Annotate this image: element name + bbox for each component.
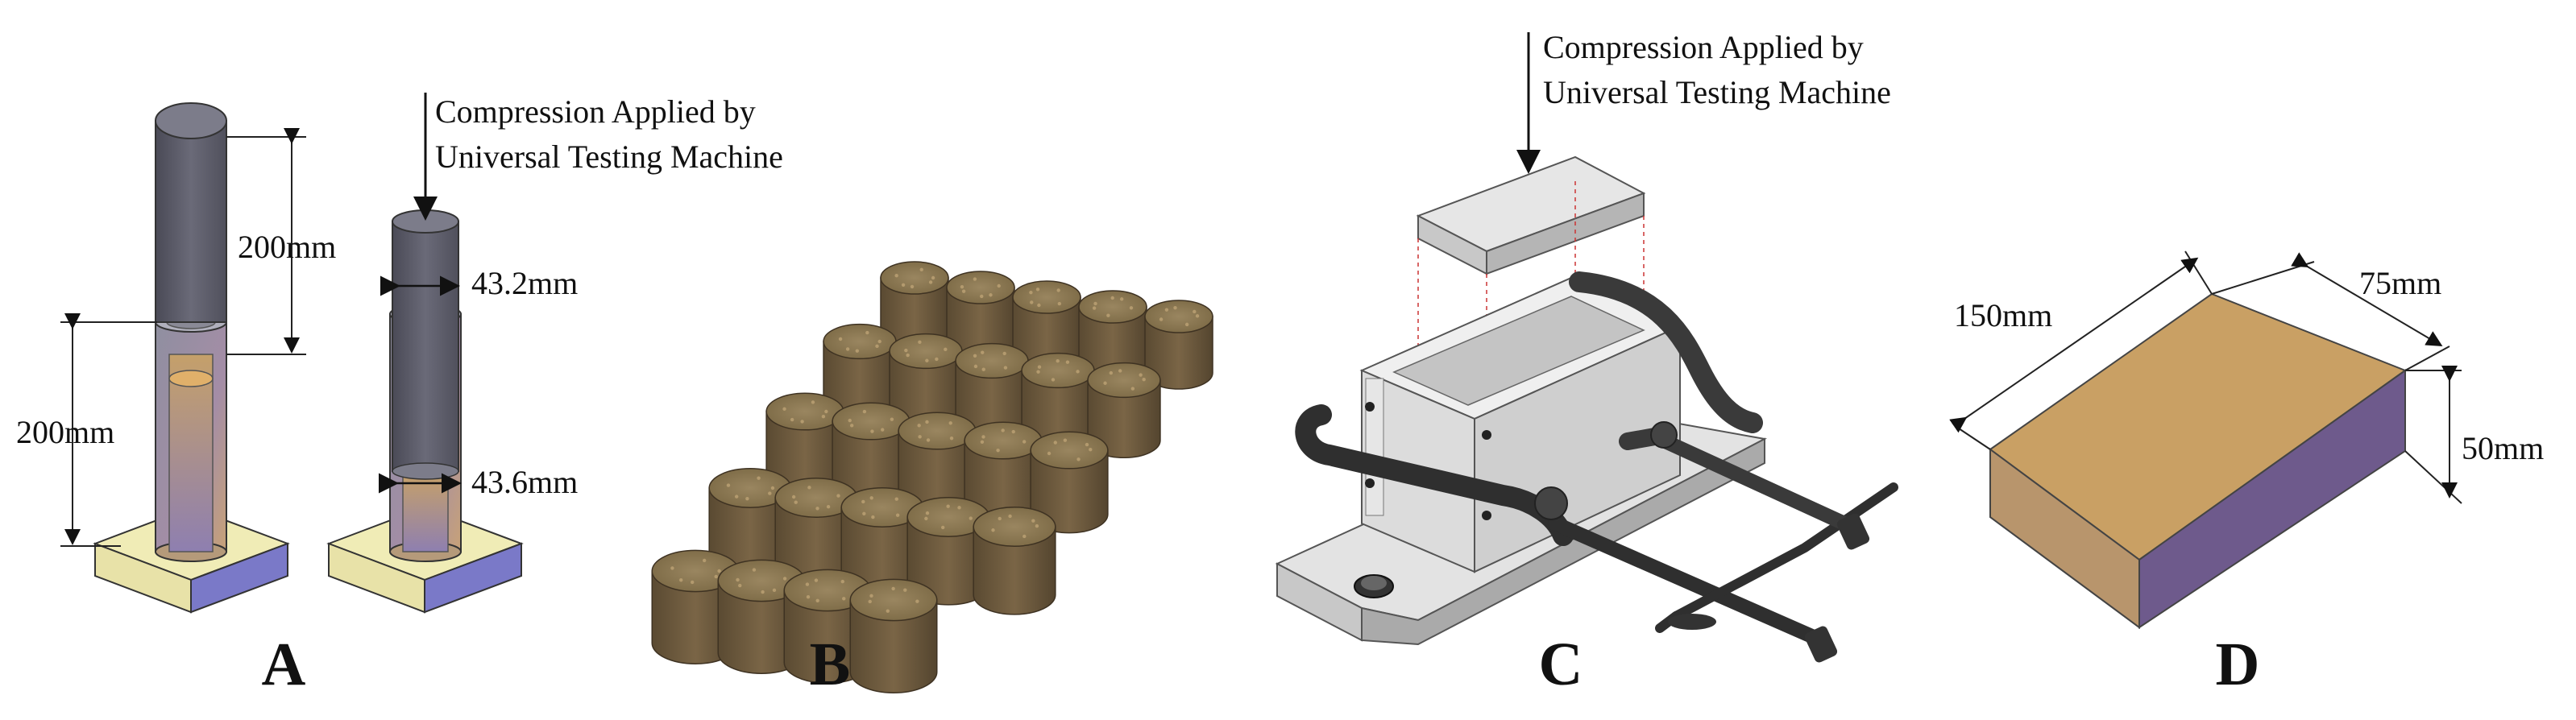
soil-sample-cylinder bbox=[849, 578, 938, 693]
dimension-length bbox=[1949, 250, 2213, 450]
dim-tube-length-text: 200mm bbox=[16, 414, 114, 450]
soil-sample-cylinder bbox=[946, 271, 1015, 361]
soil-sample-cylinder bbox=[774, 478, 858, 586]
panel-label-d: D bbox=[2216, 631, 2260, 698]
soil-samples bbox=[651, 261, 1213, 693]
panel-label-c: C bbox=[1539, 631, 1583, 698]
soil-sample-cylinder bbox=[1030, 431, 1109, 534]
brick-specimen bbox=[1989, 292, 2408, 629]
compression-note-c-line1: Compression Applied by bbox=[1543, 29, 1864, 65]
soil-sample-cylinder bbox=[973, 507, 1056, 615]
soil-sample-cylinder bbox=[1078, 290, 1147, 380]
soil-sample-cylinder bbox=[898, 412, 977, 515]
soil-sample-cylinder bbox=[1144, 300, 1213, 390]
compression-note-a-line1: Compression Applied by bbox=[435, 93, 756, 130]
dim-rod-length-text: 200mm bbox=[238, 229, 336, 265]
dim-length-text: 150mm bbox=[1954, 297, 2052, 333]
dim-bore-diameter-text: 43.6mm bbox=[471, 464, 578, 500]
dimension-width bbox=[2211, 252, 2450, 371]
dim-rod-diameter-text: 43.2mm bbox=[471, 265, 578, 301]
soil-sample-cylinder bbox=[964, 421, 1043, 524]
compaction-rod-left bbox=[155, 102, 227, 323]
soil-sample-cylinder bbox=[1012, 280, 1081, 370]
dimension-height bbox=[2404, 366, 2462, 504]
soil-sample-cylinder bbox=[708, 468, 792, 577]
clamp-handles bbox=[1534, 421, 1870, 663]
compression-note-a-line2: Universal Testing Machine bbox=[435, 139, 783, 175]
soil-sample-cylinder bbox=[717, 559, 806, 674]
dim-height-text: 50mm bbox=[2462, 430, 2544, 466]
compression-note-c-line2: Universal Testing Machine bbox=[1543, 74, 1891, 110]
dimension-rod-length bbox=[226, 128, 306, 355]
soil-sample-cylinder bbox=[1087, 362, 1161, 459]
panel-d: 150mm 75mm 50mm D bbox=[1949, 250, 2544, 698]
panel-c: Compression Applied by Universal Testing… bbox=[1275, 29, 1898, 698]
dimension-tube-length bbox=[60, 313, 157, 547]
panel-a: 200mm 200mm 43.2mm 43.6mm bbox=[16, 93, 783, 698]
soil-sample-cylinder bbox=[955, 342, 1029, 440]
panel-label-a: A bbox=[262, 631, 306, 698]
mould-tube-left bbox=[155, 312, 227, 562]
soil-sample-cylinder bbox=[840, 487, 924, 596]
soil-sample-cylinder bbox=[783, 569, 872, 684]
loading-plate bbox=[1416, 155, 1646, 275]
dim-width-text: 75mm bbox=[2359, 265, 2441, 301]
panel-label-b: B bbox=[810, 631, 851, 698]
panel-b: B bbox=[651, 261, 1213, 698]
soil-sample-cylinder bbox=[1021, 352, 1095, 449]
soil-sample-cylinder bbox=[880, 261, 949, 351]
compaction-rod-right bbox=[392, 209, 459, 480]
